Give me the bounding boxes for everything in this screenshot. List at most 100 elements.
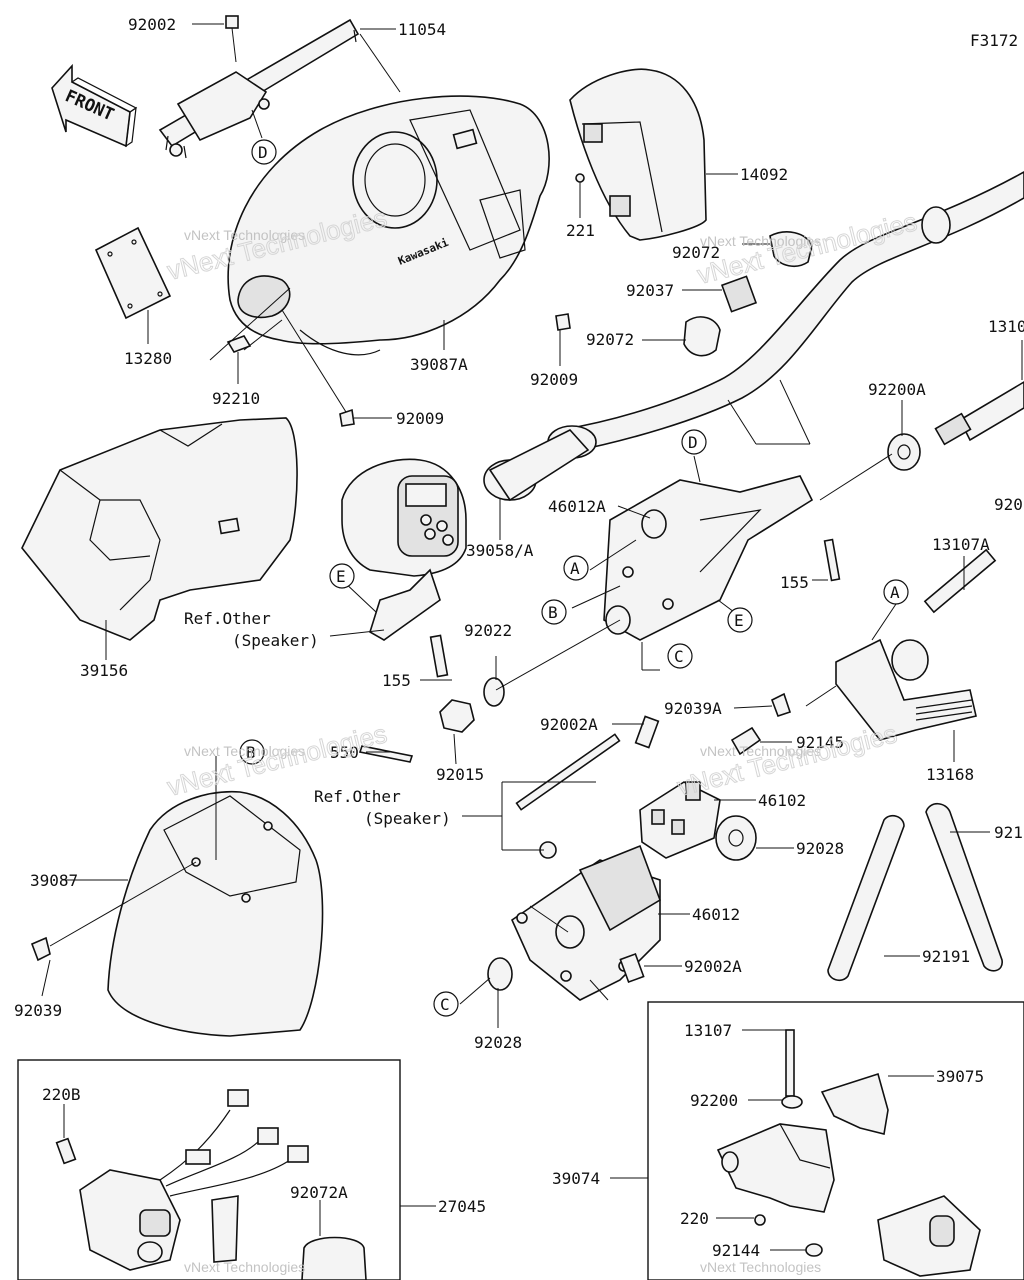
ref-other-1: Ref.Other	[184, 609, 271, 628]
bracket-13168	[835, 638, 977, 741]
label-1310x: 1310	[988, 317, 1024, 336]
callout-c-lower: C	[433, 991, 459, 1017]
callout-c-mid: C	[667, 643, 693, 669]
switch-lower	[877, 1195, 981, 1277]
label-27045: 27045	[438, 1197, 486, 1216]
callout-a-right: A	[883, 579, 909, 605]
svg-text:E: E	[734, 611, 744, 630]
figure-code: F3172	[970, 31, 1018, 50]
callout-e-mid: E	[727, 607, 753, 633]
label-14092: 14092	[740, 165, 788, 184]
label-92009-b: 92009	[396, 409, 444, 428]
screw-92009-a	[555, 313, 571, 331]
clip	[211, 1195, 239, 1263]
svg-text:vNext Technologies: vNext Technologies	[700, 1259, 821, 1275]
cover-39156	[21, 417, 298, 641]
label-220: 220	[680, 1209, 709, 1228]
label-921x: 921	[994, 823, 1023, 842]
callout-a-mid: A	[563, 555, 589, 581]
label-39156: 39156	[80, 661, 128, 680]
label-220B: 220B	[42, 1085, 81, 1104]
pin-550	[358, 745, 414, 763]
leader-lines	[41, 23, 1023, 1251]
nut-92015	[439, 699, 475, 733]
svg-text:E: E	[336, 567, 346, 586]
label-92002A-a: 92002A	[540, 715, 598, 734]
label-92015: 92015	[436, 765, 484, 784]
washer-92028-b	[487, 957, 513, 991]
label-46102: 46102	[758, 791, 806, 810]
svg-text:vNext Technologies: vNext Technologies	[184, 1259, 305, 1275]
label-13107A: 13107A	[932, 535, 990, 554]
spring-92145	[730, 726, 762, 756]
cover-14092	[569, 68, 707, 241]
rivet-92039A	[770, 692, 792, 718]
label-13107: 13107	[684, 1021, 732, 1040]
grommet-92210	[226, 335, 252, 353]
bolt-92002A-b	[619, 952, 645, 984]
label-92145: 92145	[796, 733, 844, 752]
label-13280: 13280	[124, 349, 172, 368]
callout-d-mid: D	[681, 429, 707, 455]
cover-39087A: Kawasaki	[227, 95, 550, 356]
bolt-155-b	[429, 634, 449, 678]
washer-92022	[483, 677, 505, 707]
plate-13280	[94, 226, 172, 320]
hose-92191	[827, 814, 905, 982]
svg-text:C: C	[674, 647, 684, 666]
label-46012A: 46012A	[548, 497, 606, 516]
label-11054: 11054	[398, 20, 446, 39]
ref-other-1b: (Speaker)	[232, 631, 319, 650]
bracket-39074	[716, 1123, 835, 1213]
label-92200A: 92200A	[868, 380, 926, 399]
svg-text:A: A	[890, 583, 900, 602]
callout-e-left: E	[329, 563, 355, 589]
label-221: 221	[566, 221, 595, 240]
label-920x: 920	[994, 495, 1023, 514]
label-92039A: 92039A	[664, 699, 722, 718]
label-92037: 92037	[626, 281, 674, 300]
rivet-92039	[30, 936, 51, 962]
label-92191: 92191	[922, 947, 970, 966]
callout-b-lower: B	[239, 739, 265, 765]
svg-text:B: B	[246, 743, 256, 762]
rod	[515, 733, 621, 811]
svg-text:D: D	[258, 143, 268, 162]
callout-b-mid: B	[541, 599, 567, 625]
label-92002: 92002	[128, 15, 176, 34]
harness-27045	[79, 1089, 309, 1271]
label-13168: 13168	[926, 765, 974, 784]
label-92072A: 92072A	[290, 1183, 348, 1202]
washer-92200A	[887, 433, 921, 471]
svg-text:B: B	[548, 603, 558, 622]
callout-d-top: D	[251, 139, 277, 165]
bolt-220B	[55, 1137, 77, 1165]
svg-text:vNext Technologies: vNext Technologies	[700, 233, 821, 249]
front-arrow: FRONT	[51, 63, 138, 148]
bolt-92002A-a	[634, 715, 660, 749]
grip-1310x	[934, 381, 1024, 446]
svg-text:vNext Technologies: vNext Technologies	[184, 227, 305, 243]
clamp-92072-a	[769, 231, 813, 268]
label-92039: 92039	[14, 1001, 62, 1020]
label-92002A-b: 92002A	[684, 957, 742, 976]
svg-text:vNext Technologies: vNext Technologies	[700, 743, 821, 759]
label-550: 550	[330, 743, 359, 762]
label-39087A: 39087A	[410, 355, 468, 374]
label-92072-a: 92072	[672, 243, 720, 262]
detail-box-27045	[17, 1059, 401, 1280]
pin-13107A	[923, 548, 997, 614]
label-39074: 39074	[552, 1169, 600, 1188]
hose-921x	[925, 802, 1003, 972]
label-39058A: 39058/A	[466, 541, 534, 560]
svg-text:C: C	[440, 995, 450, 1014]
ref-other-2: Ref.Other	[314, 787, 401, 806]
label-92009-a: 92009	[530, 370, 578, 389]
label-92028-b: 92028	[474, 1033, 522, 1052]
speaker-unit	[341, 458, 467, 641]
spring-92144	[805, 1243, 823, 1257]
bolt-13107	[785, 1029, 795, 1097]
screw-92009-b	[339, 408, 355, 427]
label-92210: 92210	[212, 389, 260, 408]
